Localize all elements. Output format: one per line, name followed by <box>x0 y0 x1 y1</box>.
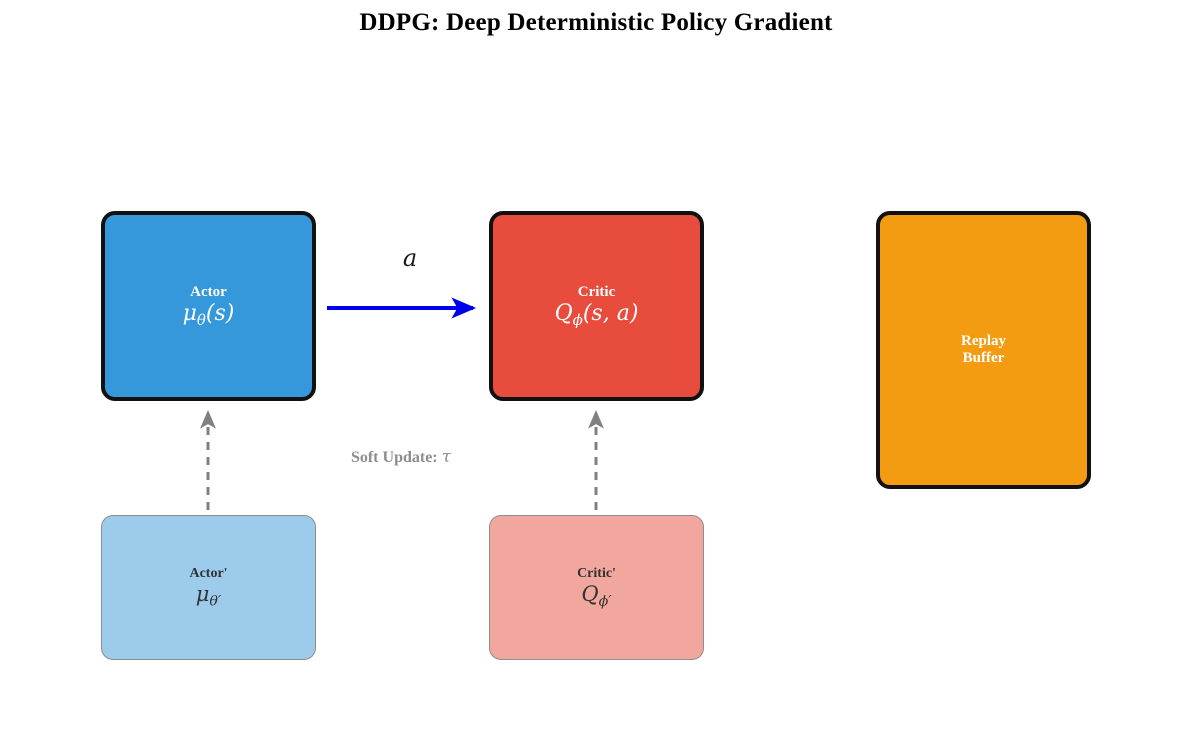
node-actor-math-tail: (s) <box>205 300 235 326</box>
edge-label-soft-update: Soft Update: τ <box>271 447 531 467</box>
node-actor-target-math-main: μ <box>195 581 210 606</box>
node-replay-buffer[interactable]: Replay Buffer <box>876 211 1091 489</box>
soft-update-tau-symbol: τ <box>441 447 452 467</box>
node-critic-target-math-sub: ϕ′ <box>598 593 612 610</box>
soft-update-text: Soft Update: <box>350 449 442 466</box>
diagram-title: DDPG: Deep Deterministic Policy Gradient <box>359 9 833 36</box>
node-replay-buffer-label: Replay Buffer <box>961 333 1006 366</box>
node-actor-math-main: μ <box>182 300 197 326</box>
node-critic-label: Critic <box>577 283 616 300</box>
node-actor-target-math: μθ′ <box>195 581 222 610</box>
node-critic-math-tail: (s, a) <box>582 300 639 326</box>
node-actor-target[interactable]: Actor' μθ′ <box>101 515 316 660</box>
node-critic-target-math: Qϕ′ <box>581 581 612 610</box>
node-actor[interactable]: Actor μθ(s) <box>101 211 316 401</box>
node-critic-target-math-main: Q <box>581 581 599 606</box>
node-actor-label: Actor <box>190 283 227 300</box>
node-actor-target-label: Actor' <box>189 565 228 581</box>
node-actor-math: μθ(s) <box>182 300 235 329</box>
node-critic-math-main: Q <box>554 300 573 326</box>
node-critic[interactable]: Critic Qϕ(s, a) <box>489 211 704 401</box>
node-critic-target-label: Critic' <box>577 565 616 581</box>
node-actor-target-math-sub: θ′ <box>209 593 222 610</box>
node-critic-math-sub: ϕ <box>572 310 583 329</box>
node-actor-math-sub: θ <box>196 310 206 329</box>
node-critic-target[interactable]: Critic' Qϕ′ <box>489 515 704 660</box>
node-critic-math: Qϕ(s, a) <box>554 300 639 329</box>
edge-label-action: a <box>402 244 418 272</box>
